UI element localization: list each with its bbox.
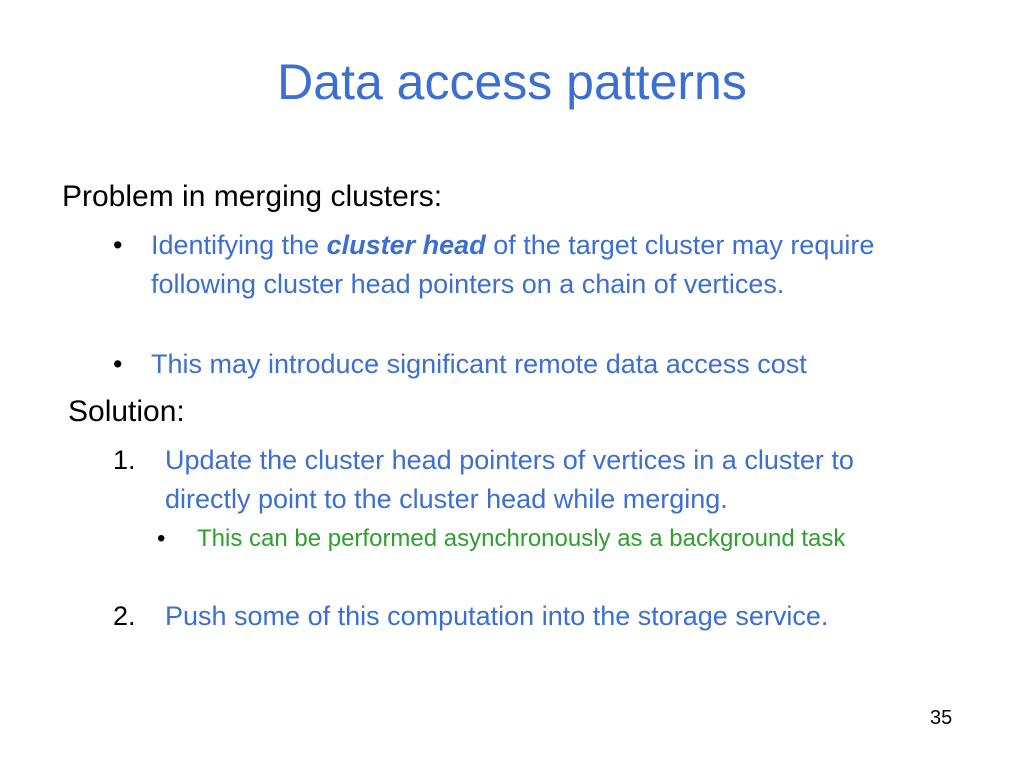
slide-title: Data access patterns: [277, 54, 747, 110]
bullet-text: Identifying the cluster head of the targ…: [151, 226, 911, 303]
number-marker: 1.: [113, 445, 136, 475]
bullet-text: This may introduce significant remote da…: [151, 349, 807, 379]
bullet-marker: •: [113, 230, 123, 260]
number-marker: 2.: [113, 601, 136, 631]
bullet-marker: •: [113, 349, 123, 379]
solution-heading: Solution:: [68, 395, 185, 428]
bullet-text-after: of the target cluster may require follow…: [151, 230, 875, 299]
problem-heading: Problem in merging clusters:: [62, 180, 443, 213]
solution-text: Push some of this computation into the s…: [165, 601, 829, 631]
bullet-text-before: Identifying the: [151, 230, 327, 260]
sub-bullet-text: This can be performed asynchronously as …: [197, 525, 846, 552]
solution-text: Update the cluster head pointers of vert…: [165, 445, 854, 514]
bullet-emphasis: cluster head: [326, 230, 486, 260]
sub-bullet-marker: •: [157, 525, 166, 552]
page-number: 35: [930, 707, 953, 729]
